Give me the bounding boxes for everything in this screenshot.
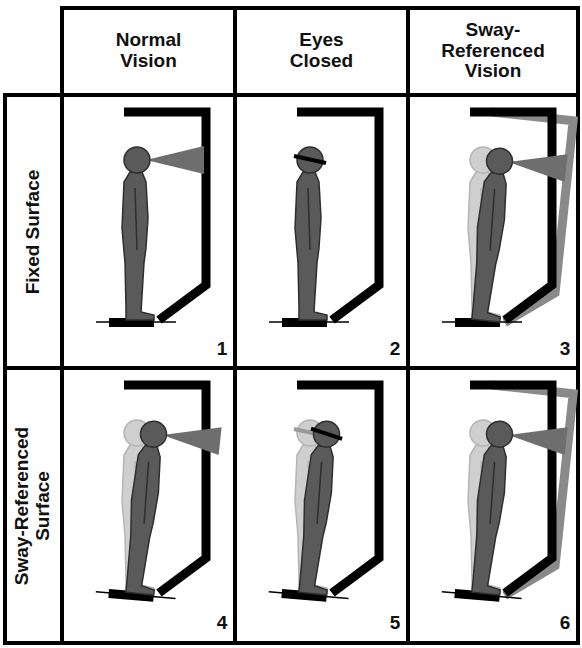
arm bbox=[308, 188, 310, 250]
vision-cone bbox=[161, 421, 222, 455]
vision-cone bbox=[146, 146, 204, 174]
grid-line bbox=[62, 6, 578, 10]
head bbox=[139, 420, 168, 449]
head bbox=[485, 420, 514, 449]
vision-cone bbox=[507, 421, 568, 455]
subject-figure bbox=[468, 419, 568, 601]
grid-line bbox=[406, 8, 410, 643]
test-condition-cell bbox=[441, 385, 573, 603]
callout-number: 1 bbox=[207, 339, 237, 360]
callout-number: 6 bbox=[550, 613, 580, 634]
test-condition-cell bbox=[95, 385, 221, 603]
test-condition-cell bbox=[268, 385, 379, 603]
head bbox=[485, 147, 514, 176]
row-header: Sway-Referenced Surface bbox=[12, 416, 53, 596]
body bbox=[122, 172, 154, 320]
subject-figure bbox=[468, 146, 568, 328]
test-condition-cell bbox=[269, 112, 379, 327]
arm bbox=[488, 189, 496, 251]
table-grid bbox=[5, 8, 578, 643]
grid-line bbox=[5, 93, 578, 97]
test-condition-cell bbox=[96, 112, 206, 327]
column-header: Eyes Closed bbox=[277, 30, 367, 71]
body bbox=[295, 445, 342, 596]
grid-line bbox=[576, 8, 580, 643]
subject-figure bbox=[294, 420, 345, 596]
grid-line bbox=[60, 8, 64, 643]
subject-figure bbox=[122, 419, 222, 601]
grid-line bbox=[3, 95, 7, 643]
grid-line bbox=[233, 8, 237, 643]
callout-number: 3 bbox=[550, 339, 580, 360]
column-header: Normal Vision bbox=[104, 30, 194, 71]
blindfold bbox=[310, 429, 343, 439]
body bbox=[295, 172, 327, 320]
blindfold bbox=[294, 156, 326, 163]
arm bbox=[488, 462, 496, 524]
head bbox=[124, 147, 150, 173]
arm bbox=[135, 188, 137, 250]
grid-line bbox=[5, 641, 578, 645]
callout-number: 2 bbox=[380, 339, 410, 360]
test-condition-cell bbox=[442, 112, 573, 328]
vision-cone bbox=[507, 148, 568, 182]
subject-figure bbox=[122, 146, 204, 320]
grid-line bbox=[5, 366, 578, 370]
callout-number: 5 bbox=[380, 613, 410, 634]
arm bbox=[315, 462, 323, 524]
body bbox=[468, 445, 515, 596]
column-header: Sway-Referenced Vision bbox=[431, 20, 556, 82]
subject-figure bbox=[294, 147, 327, 320]
row-header: Fixed Surface bbox=[23, 112, 44, 352]
callout-number: 4 bbox=[207, 613, 237, 634]
body bbox=[468, 172, 515, 323]
arm bbox=[142, 462, 150, 524]
body bbox=[122, 445, 169, 596]
